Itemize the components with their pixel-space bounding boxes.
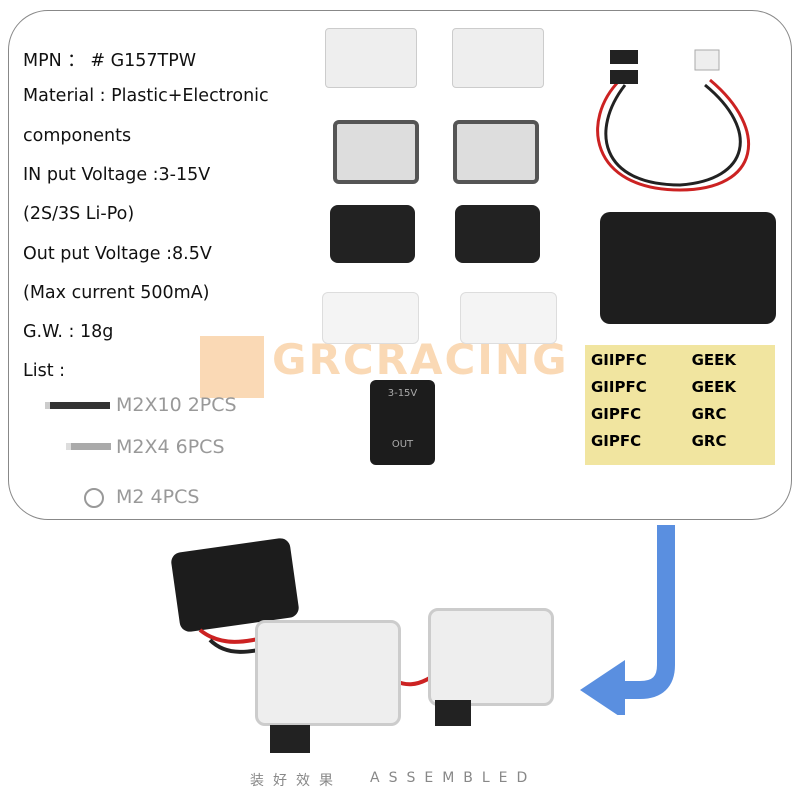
lens-cover (452, 28, 544, 88)
sticker-label: GEEK (691, 351, 737, 369)
spec-line: List : (23, 361, 66, 382)
caption-en: ASSEMBLED (370, 770, 537, 786)
arrow-icon (580, 525, 675, 715)
light-mount (270, 725, 310, 753)
short-screw-icon (66, 443, 111, 450)
sticker-label: GIPFC (591, 405, 642, 423)
module-label: 3-15V (387, 388, 418, 399)
sticker-label: GIIPFC (591, 378, 647, 396)
sticker-label: GIIPFC (591, 351, 647, 369)
hex-nut-icon (84, 488, 104, 508)
spec-line: components (23, 125, 132, 146)
white-shell (460, 292, 557, 344)
reflector (453, 120, 539, 184)
light-mount (435, 700, 471, 726)
assembled-light (428, 608, 554, 706)
housing (330, 205, 415, 263)
spec-line: Out put Voltage :8.5V (23, 243, 212, 264)
caption-cn: 装好效果 (250, 773, 342, 789)
list-item: M2 4PCS (116, 486, 200, 508)
spec-line: G.W. : 18g (23, 322, 114, 343)
long-screw-icon (45, 402, 110, 409)
spec-line: Material : Plastic+Electronic (23, 86, 269, 107)
sticker-label: GIPFC (591, 432, 642, 450)
spec-line: IN put Voltage :3-15V (23, 164, 211, 185)
list-item: M2X10 2PCS (116, 394, 237, 416)
reflector (333, 120, 419, 184)
spec-line: MPN ： # G157TPW (23, 51, 197, 71)
led-wires (596, 49, 750, 192)
lens-cover (325, 28, 417, 88)
sticker-label: GEEK (691, 378, 737, 396)
spec-line: (Max current 500mA) (23, 282, 210, 303)
sticker-sheet: GIIPFC GEEK GIIPFC GEEK GIPFC GRC GIPFC GRC (585, 345, 775, 465)
housing (455, 205, 540, 263)
mounting-plate (600, 212, 776, 324)
spec-card (8, 10, 792, 520)
assembled-light (255, 620, 401, 726)
control-module: 3-15V OUT (370, 380, 435, 465)
watermark-logo (200, 336, 264, 398)
sticker-label: GRC (691, 432, 727, 450)
spec-line: (2S/3S Li-Po) (23, 204, 135, 225)
list-item: M2X4 6PCS (116, 436, 225, 458)
sticker-label: GRC (691, 405, 727, 423)
white-shell (322, 292, 419, 344)
module-label: OUT (391, 439, 414, 450)
